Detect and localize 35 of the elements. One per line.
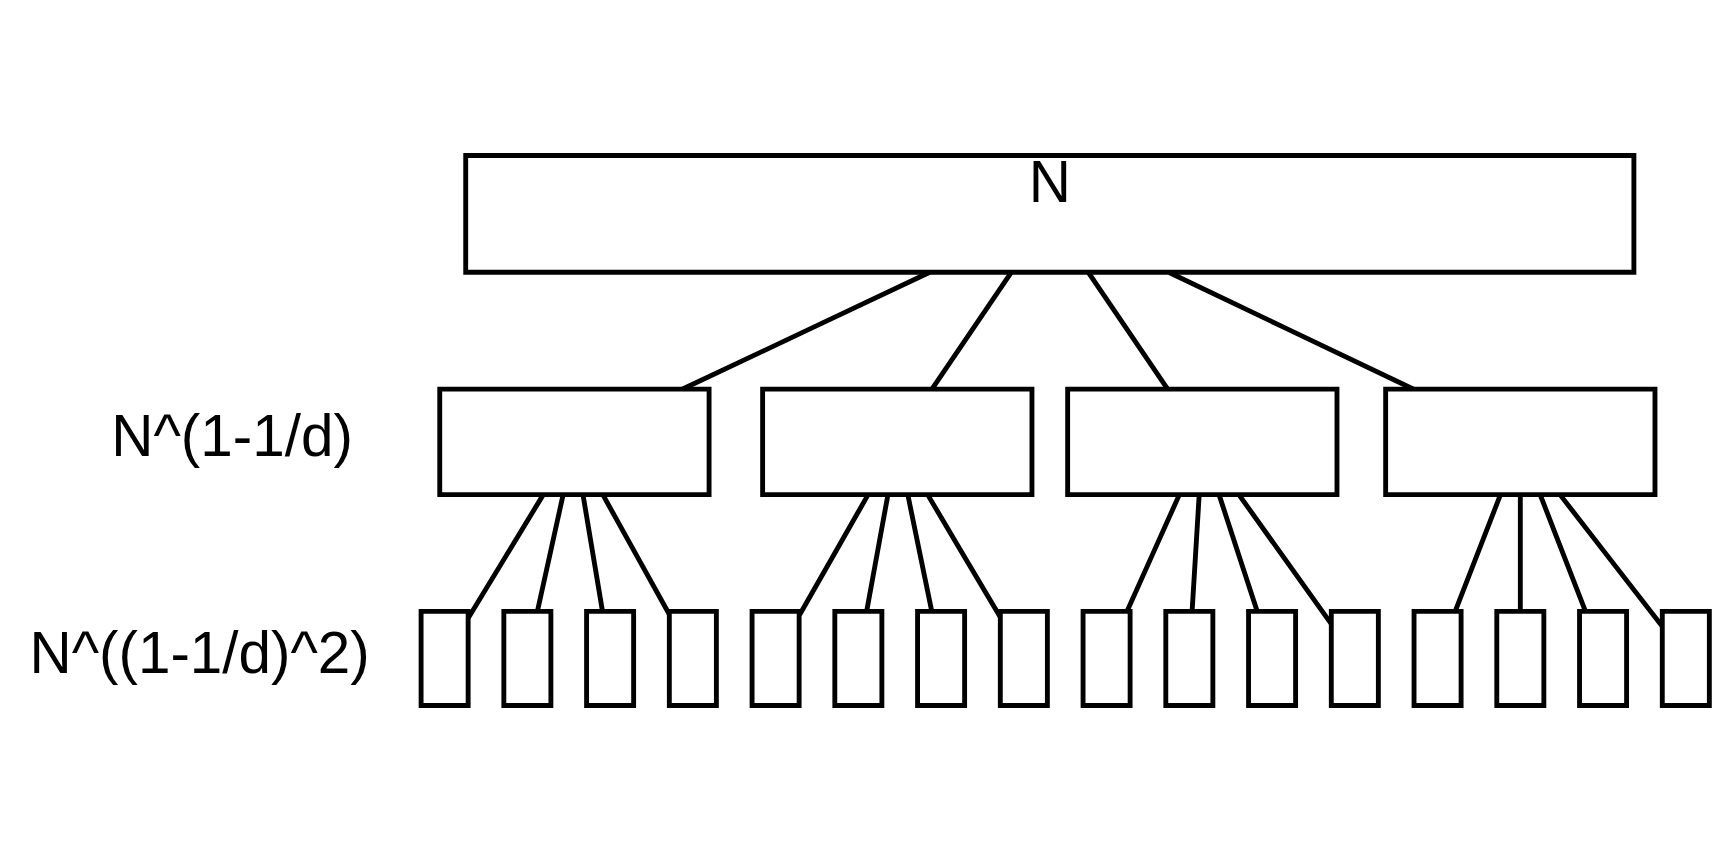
connector	[1189, 494, 1202, 611]
node-box	[1246, 608, 1299, 708]
connector	[1453, 494, 1503, 612]
connector	[1517, 495, 1523, 611]
node-box	[1577, 608, 1630, 708]
label: N^((1-1/d)^2)	[29, 619, 370, 685]
node-box	[832, 608, 885, 708]
node-box	[1328, 608, 1381, 708]
node-box	[1659, 608, 1712, 708]
node-box	[1065, 386, 1340, 498]
node-box	[997, 608, 1050, 708]
node-box	[418, 608, 471, 708]
label: N^(1-1/d)	[111, 403, 353, 469]
connector	[1086, 271, 1170, 390]
node-box	[1383, 386, 1658, 498]
connector	[930, 271, 1013, 390]
connector	[1538, 494, 1588, 612]
connector	[1216, 494, 1260, 612]
node-box	[1494, 608, 1547, 708]
node-box	[1163, 608, 1216, 708]
node-box	[1080, 608, 1133, 708]
node-box	[666, 608, 719, 708]
node-box	[437, 386, 712, 498]
node-box	[1411, 608, 1464, 708]
connector	[535, 494, 566, 612]
node-box: N	[463, 153, 1637, 275]
node-box	[501, 608, 554, 708]
node-box	[749, 608, 802, 708]
connector	[1125, 494, 1182, 612]
node-box	[915, 608, 968, 708]
connector	[580, 494, 605, 612]
connector	[905, 494, 935, 612]
connector	[864, 494, 891, 612]
node-box	[760, 386, 1035, 498]
node-box	[584, 608, 637, 708]
